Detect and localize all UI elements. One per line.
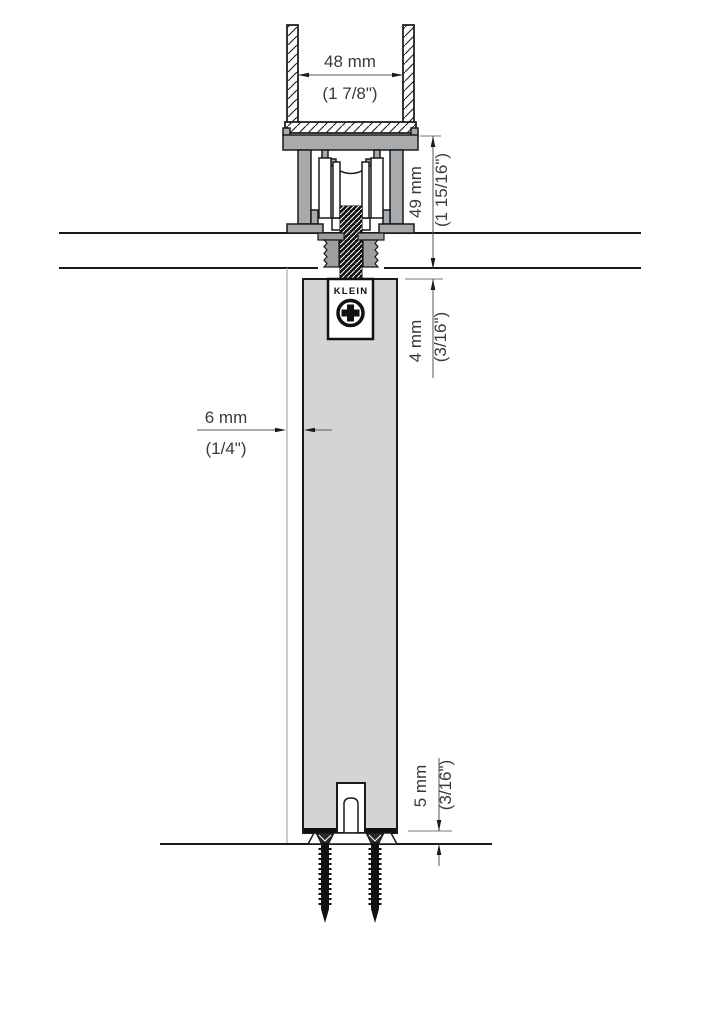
dim-bottom-clearance-metric: 5 mm — [411, 765, 430, 808]
door-bottom-edge — [364, 828, 396, 833]
hanger-bolt — [339, 205, 363, 281]
dim-top-clearance-imperial: (3/16") — [431, 312, 450, 362]
door-bottom-edge — [304, 828, 338, 833]
dimension-track-height: 49 mm (1 15/16") — [406, 135, 451, 269]
ceiling-grommets — [317, 232, 385, 268]
dim-track-height-imperial: (1 15/16") — [432, 153, 451, 227]
dim-bottom-clearance-imperial: (3/16") — [436, 760, 455, 810]
dim-top-clearance-metric: 4 mm — [406, 320, 425, 363]
dim-channel-width-imperial: (1 7/8") — [322, 84, 377, 103]
phillips-screw-icon — [336, 298, 365, 328]
door-panel — [302, 278, 398, 834]
dim-side-clearance-metric: 6 mm — [205, 408, 248, 427]
track-profile — [282, 127, 419, 234]
hanger-plate-right — [370, 157, 384, 219]
screw — [315, 832, 335, 923]
hanger-plate-left — [318, 157, 332, 219]
klein-fitting: KLEIN — [326, 277, 375, 341]
floor-screws — [315, 832, 385, 923]
dim-side-clearance-imperial: (1/4") — [206, 439, 247, 458]
dimension-channel-width: 48 mm (1 7/8") — [298, 52, 403, 103]
screw — [365, 832, 385, 923]
dimension-bottom-clearance: 5 mm (3/16") — [408, 758, 455, 866]
dim-channel-width-metric: 48 mm — [324, 52, 376, 71]
dim-track-height-metric: 49 mm — [406, 166, 425, 218]
u-channel-profile — [284, 24, 417, 134]
dimension-side-clearance: 6 mm (1/4") — [197, 408, 332, 458]
dimension-top-clearance: 4 mm (3/16") — [405, 278, 450, 378]
brand-label: KLEIN — [334, 286, 369, 297]
